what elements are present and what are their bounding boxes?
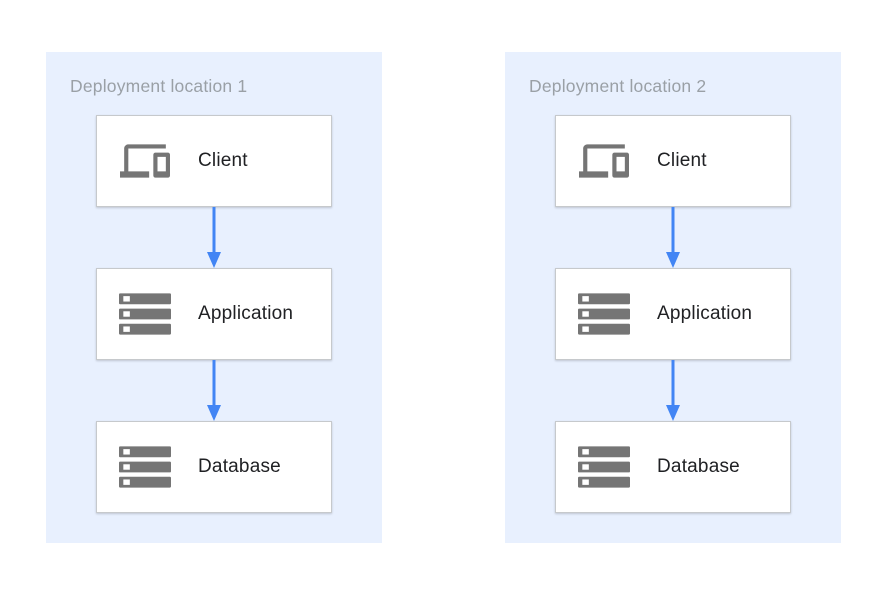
client-node: Client (96, 115, 332, 207)
panel-title: Deployment location 2 (529, 76, 707, 96)
devices-icon (575, 136, 633, 186)
client-node: Client (555, 115, 791, 207)
node-label: Client (657, 150, 707, 171)
panel-title: Deployment location 1 (70, 76, 248, 96)
server-stack-icon (575, 442, 633, 492)
server-stack-icon (116, 289, 174, 339)
application-node: Application (555, 268, 791, 360)
node-label: Database (657, 456, 740, 477)
node-label: Client (198, 150, 248, 171)
node-label: Application (657, 303, 753, 324)
arrow-down-icon (205, 360, 223, 421)
database-node: Database (96, 421, 332, 513)
node-label: Application (198, 303, 294, 324)
node-stack: Client Application Database (505, 98, 841, 513)
deployment-location-1-panel: Deployment location 1 Client Application (46, 52, 382, 543)
node-label: Database (198, 456, 281, 477)
database-node: Database (555, 421, 791, 513)
node-stack: Client Application Database (46, 98, 382, 513)
deployment-location-2-panel: Deployment location 2 Client Application (505, 52, 841, 543)
server-stack-icon (575, 289, 633, 339)
server-stack-icon (116, 442, 174, 492)
devices-icon (116, 136, 174, 186)
application-node: Application (96, 268, 332, 360)
arrow-down-icon (205, 207, 223, 268)
arrow-down-icon (664, 207, 682, 268)
arrow-down-icon (664, 360, 682, 421)
